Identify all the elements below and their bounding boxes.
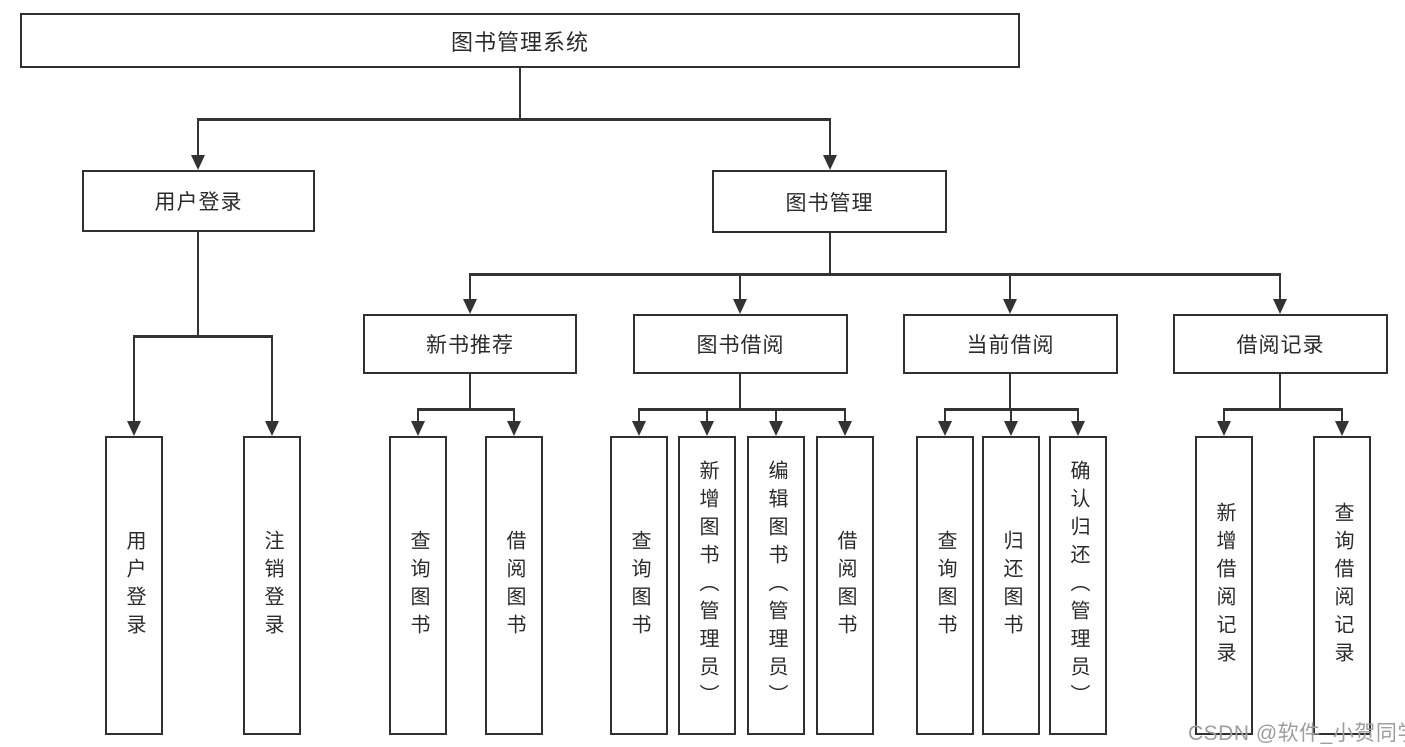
arrowhead-down-icon	[632, 421, 646, 436]
connector-drop	[774, 408, 778, 422]
arrowhead-down-icon	[838, 421, 852, 436]
connector-book-management-stem	[828, 233, 832, 273]
connector-drop-book-management	[828, 118, 832, 158]
arrowhead-down-icon	[938, 421, 952, 436]
connector-new-book-branch	[416, 408, 516, 411]
connector-drop-leaf-user-login	[132, 335, 136, 423]
leaf-label: 借阅图书	[503, 529, 525, 642]
node-leaf-query-borrow-record: 查询借阅记录	[1313, 436, 1371, 735]
leaf-label: 编辑图书（管理员）	[765, 459, 787, 712]
connector-drop	[637, 408, 641, 422]
leaf-label: 用户登录	[123, 529, 145, 642]
connector-drop	[705, 408, 709, 422]
connector-drop	[1222, 408, 1226, 422]
leaf-label: 查询图书	[934, 529, 956, 642]
node-borrowing-records: 借阅记录	[1173, 314, 1388, 374]
arrowhead-down-icon	[733, 299, 747, 314]
node-new-book-recommendation: 新书推荐	[363, 314, 577, 374]
arrowhead-down-icon	[769, 421, 783, 436]
leaf-label: 查询借阅记录	[1331, 501, 1353, 670]
connector-current-borrowing-stem	[1008, 374, 1012, 408]
connector-drop-leaf-logout	[270, 335, 274, 423]
connector-borrowing-records-branch	[1222, 408, 1344, 411]
node-leaf-edit-books-admin: 编辑图书（管理员）	[747, 436, 805, 735]
leaf-label: 借阅图书	[834, 529, 856, 642]
connector-user-login-branch	[132, 335, 274, 338]
node-library-management-system: 图书管理系统	[20, 13, 1020, 68]
arrowhead-down-icon	[127, 421, 141, 436]
arrowhead-down-icon	[191, 155, 205, 170]
arrowhead-down-icon	[823, 155, 837, 170]
connector-book-management-branch	[468, 273, 1282, 276]
node-leaf-add-books-admin: 新增图书（管理员）	[678, 436, 736, 735]
node-leaf-return-books: 归还图书	[982, 436, 1040, 735]
node-leaf-borrow-books: 借阅图书	[816, 436, 874, 735]
leaf-label: 查询图书	[407, 529, 429, 642]
node-leaf-query-books-recommend: 查询图书	[389, 436, 447, 735]
leaf-label: 归还图书	[1000, 529, 1022, 642]
node-leaf-confirm-return-admin: 确认归还（管理员）	[1049, 436, 1107, 735]
leaf-label: 注销登录	[261, 529, 283, 642]
node-leaf-add-borrow-record: 新增借阅记录	[1195, 436, 1253, 735]
connector-drop	[1009, 408, 1013, 422]
arrowhead-down-icon	[411, 421, 425, 436]
arrowhead-down-icon	[1217, 421, 1231, 436]
connector-drop	[1340, 408, 1344, 422]
connector-drop-book-borrowing	[738, 273, 742, 301]
arrowhead-down-icon	[463, 299, 477, 314]
connector-drop	[843, 408, 847, 422]
arrowhead-down-icon	[1071, 421, 1085, 436]
connector-root-stem	[518, 68, 522, 118]
arrowhead-down-icon	[1003, 299, 1017, 314]
node-book-management: 图书管理	[712, 170, 947, 233]
arrowhead-down-icon	[265, 421, 279, 436]
node-user-login: 用户登录	[82, 170, 315, 232]
connector-drop	[512, 408, 516, 422]
leaf-label: 新增借阅记录	[1213, 501, 1235, 670]
leaf-label: 确认归还（管理员）	[1067, 459, 1089, 712]
node-leaf-logout-login: 注销登录	[243, 436, 301, 735]
arrowhead-down-icon	[1273, 299, 1287, 314]
node-leaf-borrow-books-recommend: 借阅图书	[485, 436, 543, 735]
connector-book-borrowing-stem	[738, 374, 742, 408]
connector-drop-user-login	[196, 118, 200, 158]
node-book-borrowing: 图书借阅	[633, 314, 848, 374]
arrowhead-down-icon	[507, 421, 521, 436]
connector-drop	[1076, 408, 1080, 422]
connector-drop-new-book	[468, 273, 472, 301]
node-leaf-query-books-current: 查询图书	[916, 436, 974, 735]
node-current-borrowing: 当前借阅	[903, 314, 1118, 374]
connector-drop	[416, 408, 420, 422]
connector-drop	[943, 408, 947, 422]
arrowhead-down-icon	[1004, 421, 1018, 436]
connector-drop-current-borrowing	[1008, 273, 1012, 301]
csdn-watermark: CSDN @软件_小贺同学	[1188, 722, 1405, 745]
connector-user-login-stem	[196, 232, 200, 335]
node-leaf-query-books-borrow: 查询图书	[610, 436, 668, 735]
leaf-label: 查询图书	[628, 529, 650, 642]
connector-borrowing-records-stem	[1278, 374, 1282, 408]
node-leaf-user-login: 用户登录	[105, 436, 163, 735]
connector-drop-borrowing-records	[1278, 273, 1282, 301]
arrowhead-down-icon	[700, 421, 714, 436]
connector-root-branch	[196, 118, 832, 121]
connector-book-borrowing-branch	[637, 408, 847, 411]
leaf-label: 新增图书（管理员）	[696, 459, 718, 712]
connector-new-book-stem	[468, 374, 472, 408]
arrowhead-down-icon	[1335, 421, 1349, 436]
